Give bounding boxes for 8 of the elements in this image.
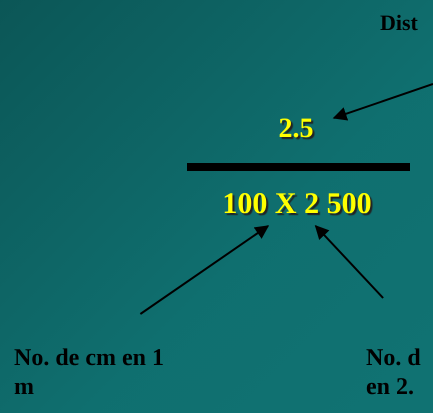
annotation-text: Dist xyxy=(380,10,419,36)
annotation-text: No. de cm en 1 m xyxy=(14,344,165,402)
arrow xyxy=(332,83,433,120)
fraction-term: 2.5 xyxy=(278,112,314,146)
arrow xyxy=(314,224,384,299)
fraction-term: 100 X 2 500 xyxy=(221,186,373,222)
arrow xyxy=(140,225,270,315)
annotation-text: No. d en 2. xyxy=(366,344,422,402)
